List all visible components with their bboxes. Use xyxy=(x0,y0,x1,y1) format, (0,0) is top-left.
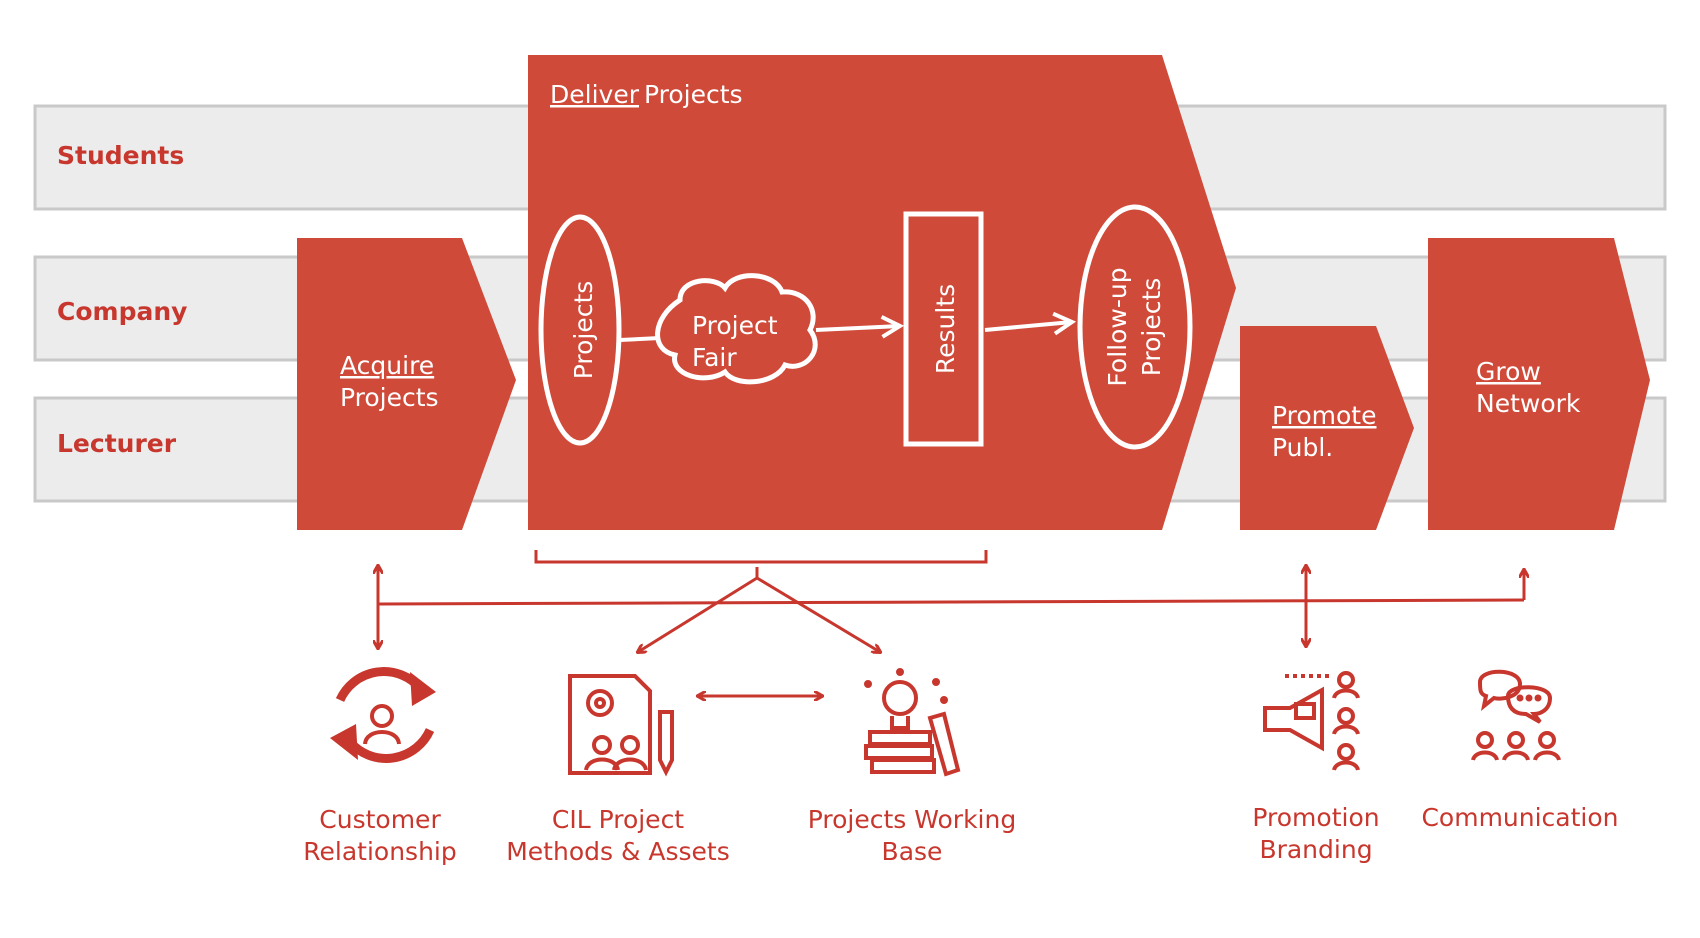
link-projects-fair xyxy=(619,336,661,342)
projects-ellipse xyxy=(538,214,622,446)
refresh-person-icon xyxy=(330,667,436,763)
projects-step-label: Projects xyxy=(569,281,598,380)
stage-grow: Grow Network xyxy=(1428,238,1650,530)
deliver-rest: Projects xyxy=(644,80,743,109)
arrow-results-followup xyxy=(984,322,1072,330)
project-fair-cloud xyxy=(655,273,818,385)
document-gear-people-icon xyxy=(568,674,674,777)
acquire-shape xyxy=(297,238,516,530)
resource-label-customer-1: Customer xyxy=(319,805,441,834)
grow-shape xyxy=(1428,238,1650,530)
followup-ellipse xyxy=(1077,204,1193,450)
stage-deliver: Deliver Projects Projects Project Fair R… xyxy=(528,55,1236,530)
followup-label-line2: Projects xyxy=(1137,278,1166,377)
connector-hub-to-methods xyxy=(638,576,758,652)
resource-label-methods-2: Methods & Assets xyxy=(506,837,730,866)
deliver-keyword: Deliver xyxy=(550,80,640,109)
chat-people-icon xyxy=(1471,669,1561,761)
resource-label-methods-1: CIL Project xyxy=(552,805,684,834)
lane-label-lecturer: Lecturer xyxy=(57,429,177,458)
connector-hub-to-workbase xyxy=(756,576,880,652)
connectors xyxy=(378,550,1524,696)
acquire-keyword: Acquire xyxy=(340,351,434,380)
resource-label-customer-2: Relationship xyxy=(303,837,456,866)
promote-keyword: Promote xyxy=(1272,401,1377,430)
acquire-rest: Projects xyxy=(340,383,439,412)
main-horizontal-connector xyxy=(377,598,1525,606)
books-lightbulb-icon xyxy=(864,668,961,777)
resource-label-workbase-1: Projects Working xyxy=(808,805,1016,834)
resource-label-promotion-2: Branding xyxy=(1259,835,1372,864)
results-box xyxy=(903,211,984,447)
grow-rest: Network xyxy=(1476,389,1581,418)
megaphone-people-icon xyxy=(1263,671,1360,771)
fair-label-line1: Project xyxy=(692,311,778,340)
followup-label-line1: Follow-up xyxy=(1103,267,1132,386)
promote-shape xyxy=(1240,326,1414,530)
resource-label-communication: Communication xyxy=(1421,803,1618,832)
arrow-fair-results xyxy=(815,326,900,330)
stage-promote: Promote Publ. xyxy=(1240,326,1414,530)
lane-label-students: Students xyxy=(57,141,184,170)
resource-label-workbase-2: Base xyxy=(882,837,943,866)
grow-keyword: Grow xyxy=(1476,357,1541,386)
deliver-bracket xyxy=(534,550,988,564)
resource-label-promotion-1: Promotion xyxy=(1252,803,1379,832)
promote-rest: Publ. xyxy=(1272,433,1333,462)
lane-label-company: Company xyxy=(57,297,187,326)
deliver-shape xyxy=(528,55,1236,530)
results-label: Results xyxy=(931,284,960,374)
stage-acquire: Acquire Projects xyxy=(297,238,516,530)
fair-label-line2: Fair xyxy=(692,343,737,372)
